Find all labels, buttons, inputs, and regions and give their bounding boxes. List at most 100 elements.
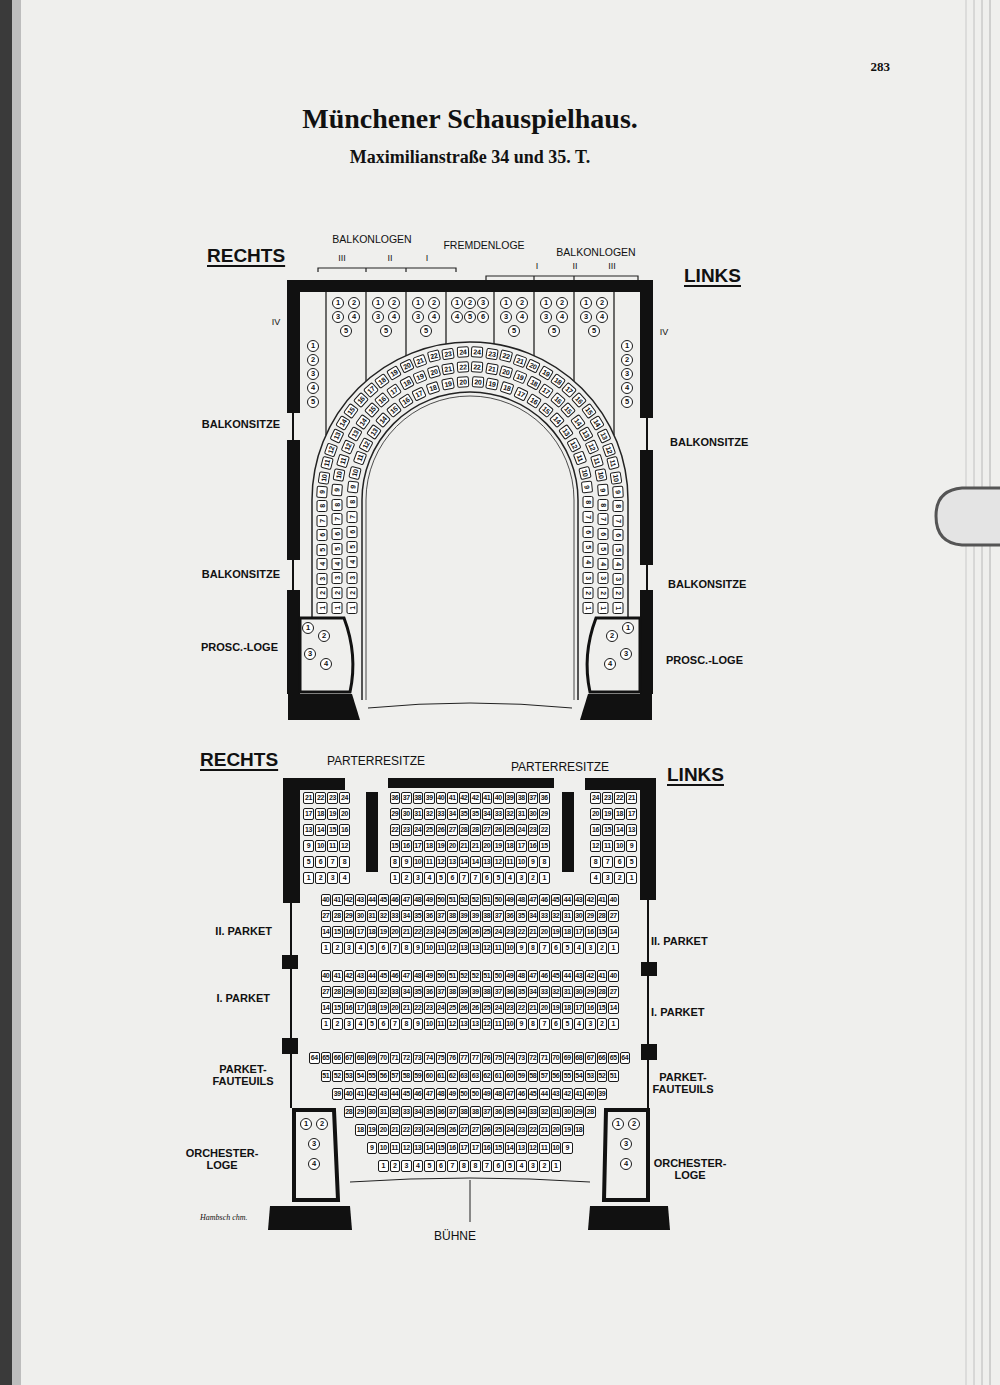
pillar	[641, 1044, 657, 1060]
circled-number: 1	[372, 297, 384, 309]
wall	[640, 590, 653, 694]
seat-number: 52	[470, 894, 481, 906]
seat-number: 23	[516, 1124, 527, 1136]
seat-number: 70	[551, 1052, 562, 1064]
seat-number: 3	[583, 572, 594, 584]
circled-number: 3	[580, 311, 592, 323]
seat-number: 32	[378, 910, 389, 922]
seat-number: 71	[539, 1052, 550, 1064]
seat-number: 15	[390, 840, 401, 852]
seat-number: 1	[390, 872, 401, 884]
seat-number: 24	[493, 1002, 504, 1014]
seat-number: 19	[441, 378, 455, 391]
seat-number: 44	[562, 970, 573, 982]
circled-number: 4	[604, 658, 616, 670]
seat-number: 30	[355, 910, 366, 922]
seat-number: 30	[574, 986, 585, 998]
circled-number: 3	[540, 311, 552, 323]
seat-number: 5	[583, 541, 594, 553]
pillar	[282, 1038, 298, 1054]
seat-number: 49	[424, 970, 435, 982]
seat-number: 24	[457, 346, 470, 358]
page-edge	[990, 0, 991, 1385]
seat-number: 9	[581, 481, 593, 494]
seat-number: 15	[602, 824, 613, 836]
seat-number: 21	[401, 1002, 412, 1014]
seat-number: 12	[528, 1142, 539, 1154]
seat-number: 5	[613, 544, 624, 556]
book-binding	[0, 0, 12, 1385]
seat-number: 26	[493, 824, 504, 836]
seat-number: 12	[482, 1018, 493, 1030]
seat-number: 25	[424, 824, 435, 836]
seat-number: 12	[602, 442, 616, 457]
seat-number: 5	[367, 1018, 378, 1030]
seat-number: 76	[447, 1052, 458, 1064]
seat-number: 8	[347, 496, 358, 508]
circled-number: 2	[464, 297, 476, 309]
seat-number: 20	[590, 808, 601, 820]
plan-label: PARTERRESITZE	[327, 755, 425, 768]
seat-number: 24	[471, 346, 484, 358]
seat-number: 19	[513, 370, 528, 385]
seat-number: 22	[413, 926, 424, 938]
seat-number: 16	[585, 1002, 596, 1014]
seat-number: 19	[562, 1124, 573, 1136]
seat-number: 11	[493, 942, 504, 954]
seat-number: 20	[551, 1124, 562, 1136]
circled-number: 1	[612, 1118, 624, 1130]
seat-number: 8	[470, 1160, 481, 1172]
seat-number: 20	[456, 376, 469, 388]
seat-number: 36	[505, 910, 516, 922]
seat-number: 29	[539, 808, 550, 820]
seat-number: 9	[401, 856, 412, 868]
seat-number: 16	[344, 1002, 355, 1014]
seat-number: 7	[390, 1018, 401, 1030]
circled-number: 1	[300, 1118, 312, 1130]
circled-number: 5	[548, 325, 560, 337]
seat-number: 31	[551, 1106, 562, 1118]
seat-number: 38	[516, 792, 527, 804]
seat-number: 21	[459, 840, 470, 852]
seat-number: 9	[413, 942, 424, 954]
seat-number: 40	[344, 1088, 355, 1100]
seat-number: 29	[344, 986, 355, 998]
seat-number: 13	[596, 428, 611, 444]
seat-number: 1	[626, 872, 637, 884]
circled-number: 4	[348, 311, 360, 323]
seat-number: 22	[499, 350, 513, 364]
seat-number: 3	[347, 572, 358, 584]
seat-number: 3	[317, 573, 328, 585]
seat-number: 37	[493, 986, 504, 998]
seat-number: 13	[303, 824, 314, 836]
seat-number: 42	[344, 894, 355, 906]
seat-number: 23	[505, 1002, 516, 1014]
seat-number: 42	[459, 792, 470, 804]
seat-number: 18	[426, 381, 441, 395]
seat-number: 28	[332, 986, 343, 998]
seat-number: 30	[574, 910, 585, 922]
seat-number: 5	[317, 544, 328, 556]
seat-number: 19	[378, 1002, 389, 1014]
seat-number: 9	[516, 1018, 527, 1030]
seat-number: 59	[413, 1070, 424, 1082]
seat-number: 21	[401, 926, 412, 938]
seat-number: 2	[614, 872, 625, 884]
seat-number: 40	[321, 970, 332, 982]
seat-number: 36	[424, 986, 435, 998]
seat-number: 64	[620, 1052, 631, 1064]
seat-number: 47	[528, 970, 539, 982]
seat-number: 33	[539, 986, 550, 998]
section-label: II. PARKET	[215, 925, 272, 937]
seat-number: 8	[598, 499, 609, 511]
seat-number: 22	[516, 926, 527, 938]
seat-number: 15	[327, 824, 338, 836]
seat-number: 23	[442, 347, 455, 360]
seat-number: 39	[424, 792, 435, 804]
seat-number: 2	[598, 587, 609, 599]
seat-number: 30	[401, 808, 412, 820]
seat-number: 16	[398, 393, 414, 409]
index-tab	[936, 488, 1000, 545]
seat-number: 48	[516, 970, 527, 982]
seat-number: 2	[539, 1160, 550, 1172]
